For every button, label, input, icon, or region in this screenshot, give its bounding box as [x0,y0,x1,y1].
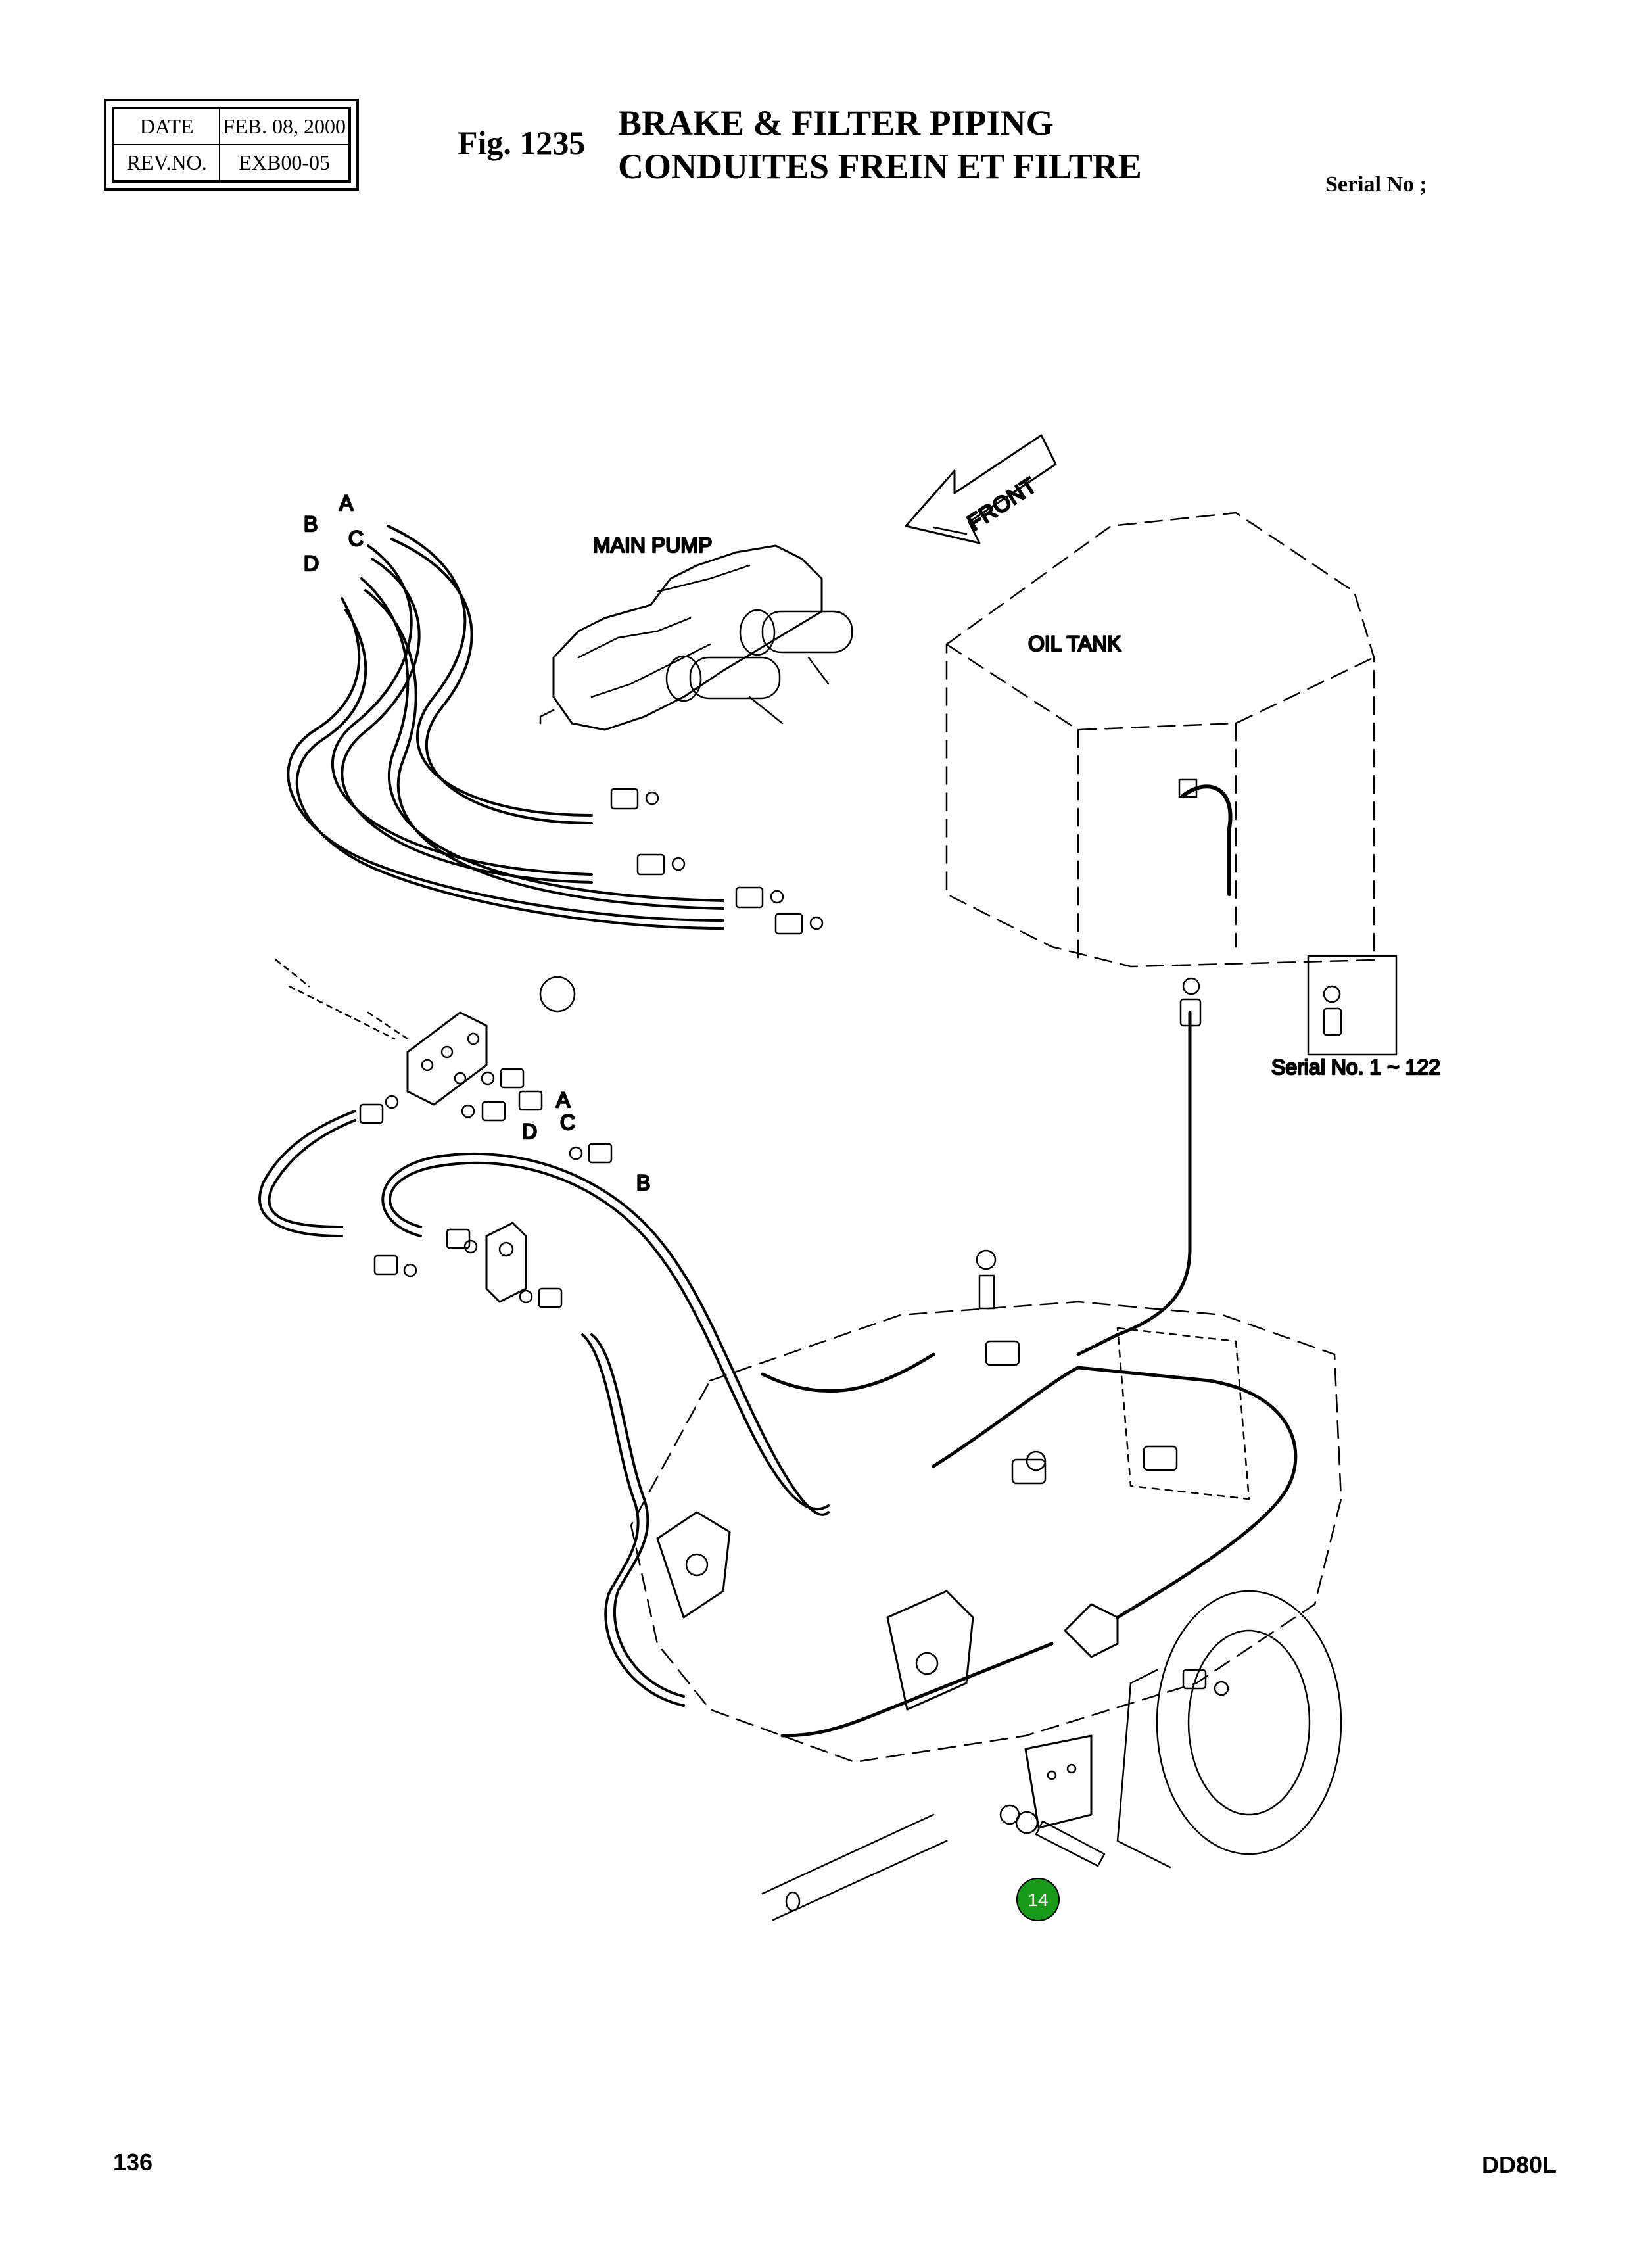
model-code: DD80L [1482,2151,1557,2178]
revision-box: DATE FEB. 08, 2000 REV.NO. EXB00-05 [104,99,359,191]
revision-table: DATE FEB. 08, 2000 REV.NO. EXB00-05 [112,108,350,181]
serial-detail-box [1307,955,1398,1056]
relief-valve [373,1222,563,1308]
date-value: FEB. 08, 2000 [219,108,350,145]
page-number: 136 [113,2149,153,2176]
pump-hoses [287,525,724,930]
front-arrow: FRONT [905,434,1057,544]
callout-14: 14 [1016,1878,1060,1921]
pump-port-b: B [304,512,318,536]
oil-tank [945,512,1375,968]
axle-housing [1024,1590,1342,1869]
frame-pipes [761,1249,1298,1738]
serial-range-label: Serial No. 1 ~ 122 [1271,1055,1440,1079]
block-port-a: A [556,1088,571,1112]
main-pump-label: MAIN PUMP [593,533,712,557]
figure-number: Fig. 1235 [458,124,586,161]
callout-number: 14 [1027,1890,1048,1910]
callout-circle [1016,1878,1060,1921]
oil-tank-label: OIL TANK [1028,632,1121,656]
front-label: FRONT [963,473,1041,536]
transmission-housing [630,1301,1342,1763]
title-french: CONDUITES FREIN ET FILTRE [618,147,1142,186]
pump-port-d: D [304,552,319,575]
serial-number-label: Serial No ; [1325,172,1427,197]
title-english: BRAKE & FILTER PIPING [618,103,1054,143]
block-port-b: B [636,1171,650,1195]
brake-hoses [258,1110,830,1707]
rev-value: EXB00-05 [219,144,350,181]
valve-block [275,959,576,1106]
revision-box-inner: DATE FEB. 08, 2000 REV.NO. EXB00-05 [112,107,351,183]
date-key: DATE [112,108,221,145]
pump-port-c: C [348,527,364,550]
block-port-d: D [522,1120,537,1143]
pump-port-a: A [339,491,354,515]
block-port-c: C [560,1110,575,1134]
rev-key: REV.NO. [112,144,221,181]
tank-return-pipe [1076,778,1233,1356]
bottom-bolt-assembly [761,1804,1106,1921]
main-pump [539,544,853,731]
rev-row: REV.NO. EXB00-05 [112,144,350,181]
pump-fittings [610,788,824,935]
date-row: DATE FEB. 08, 2000 [112,108,350,145]
block-fittings [359,1068,613,1164]
